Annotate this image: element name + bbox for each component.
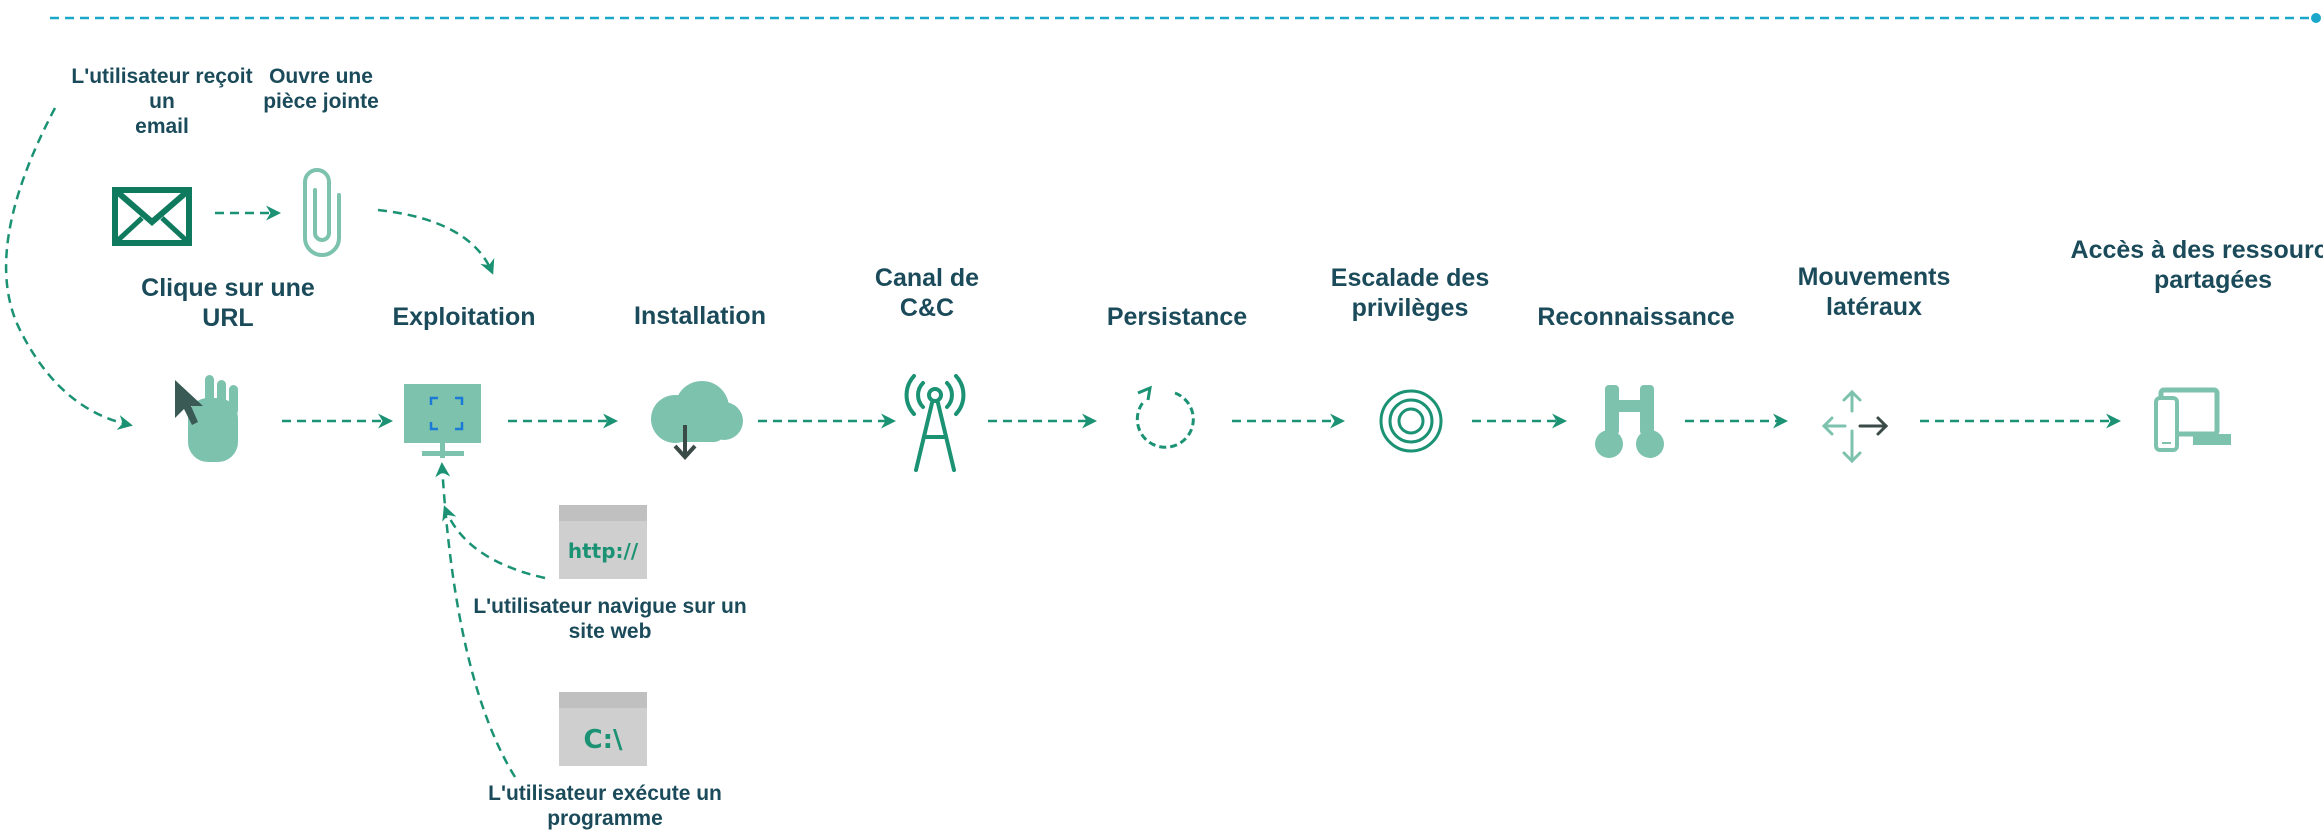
binoculars-icon bbox=[1595, 385, 1664, 458]
label-lateral-movement: Mouvements latéraux bbox=[1797, 263, 1951, 321]
hand-pointer-icon bbox=[175, 375, 238, 462]
label-persistence: Persistance bbox=[1106, 303, 1248, 331]
top-timeline-line bbox=[50, 13, 2321, 23]
move-arrows-icon bbox=[1821, 389, 1889, 464]
arrow-website-to-exploitation bbox=[442, 505, 546, 580]
svg-text:http://: http:// bbox=[568, 539, 639, 563]
label-browses-website: L'utilisateur navigue sur un site web bbox=[473, 595, 747, 644]
label-privilege-escalation: Escalade des privilèges bbox=[1330, 264, 1490, 322]
envelope-icon bbox=[112, 187, 192, 246]
arrow-attachment-to-exploitation bbox=[377, 208, 495, 275]
svg-text:C:\: C:\ bbox=[584, 725, 623, 755]
label-cnc: Canal de C&C bbox=[874, 264, 980, 322]
antenna-tower-icon bbox=[904, 374, 966, 472]
http-window-icon: http:// bbox=[559, 505, 647, 579]
label-shared-resources: Accès à des ressources partagées bbox=[2070, 236, 2323, 294]
label-runs-program: L'utilisateur exécute un programme bbox=[488, 782, 722, 831]
monitor-target-icon bbox=[404, 384, 481, 458]
label-opens-attachment: Ouvre une pièce jointe bbox=[263, 65, 379, 114]
paperclip-icon bbox=[303, 168, 341, 257]
cmd-window-icon: C:\ bbox=[559, 692, 647, 766]
refresh-circle-icon bbox=[1135, 385, 1195, 449]
label-reconnaissance: Reconnaissance bbox=[1537, 303, 1735, 331]
label-receives-email: L'utilisateur reçoit un email bbox=[71, 65, 253, 139]
arrow-email-to-click bbox=[4, 107, 133, 430]
cloud-download-icon bbox=[651, 381, 743, 460]
label-installation: Installation bbox=[634, 302, 766, 330]
label-exploitation: Exploitation bbox=[392, 303, 536, 331]
target-rings-icon bbox=[1379, 389, 1443, 453]
arrow-program-to-exploitation bbox=[435, 462, 517, 778]
label-clicks-url: Clique sur une URL bbox=[141, 274, 315, 332]
connectors bbox=[4, 107, 2121, 778]
devices-icon bbox=[2154, 387, 2231, 452]
